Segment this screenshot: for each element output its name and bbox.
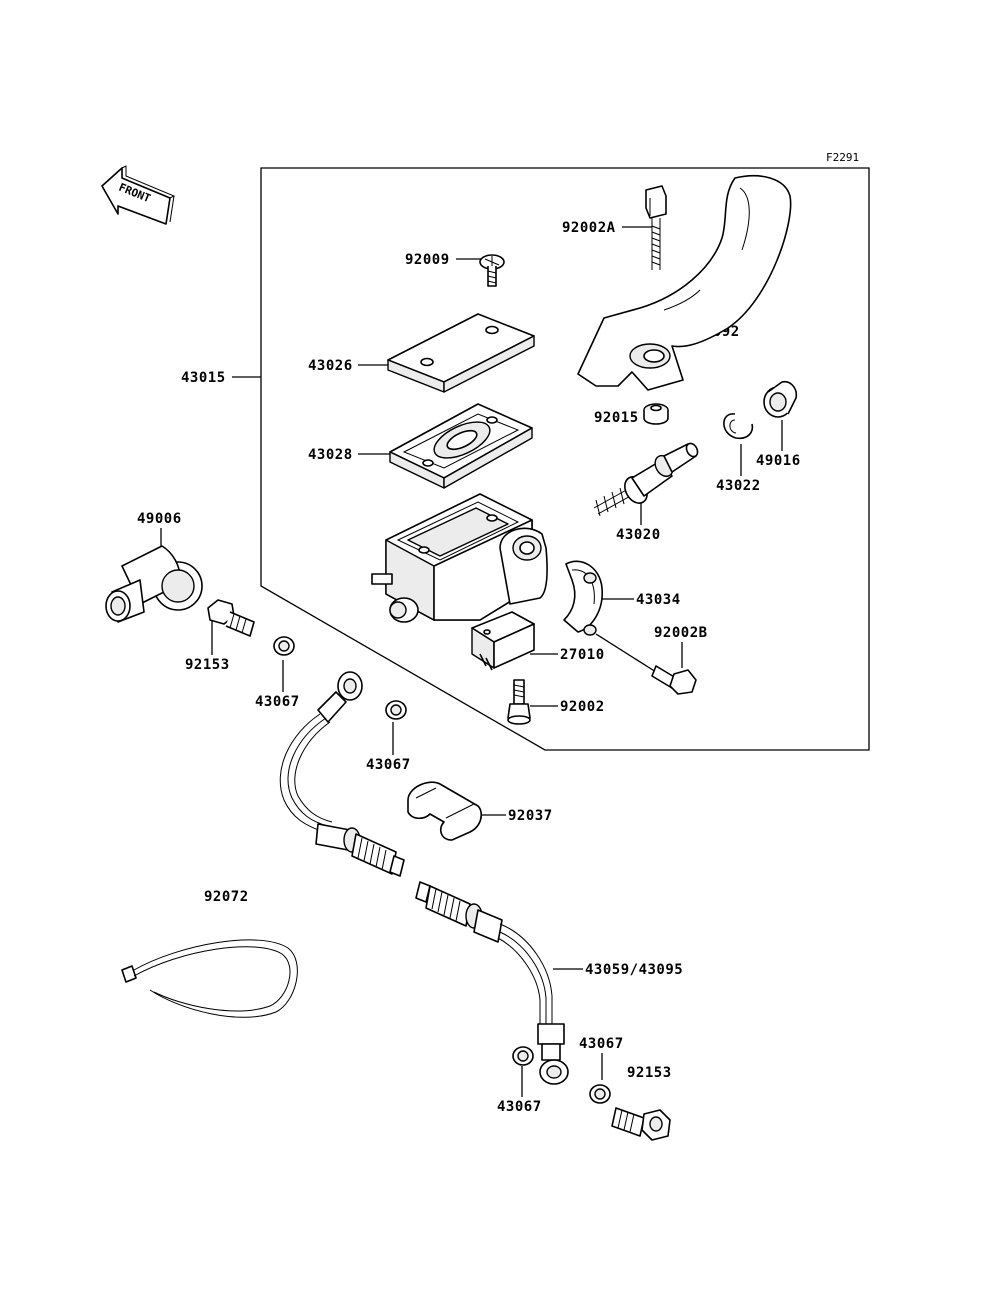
screw-92002A-icon (645, 185, 667, 270)
label-92002B[interactable]: 92002B (654, 625, 708, 641)
label-43059-43095[interactable]: 43059/43095 (585, 962, 683, 978)
nut-92015-icon (643, 403, 669, 425)
label-92015[interactable]: 92015 (594, 410, 639, 426)
label-92072[interactable]: 92072 (204, 889, 249, 905)
label-92153-upper[interactable]: 92153 (185, 657, 230, 673)
label-92002[interactable]: 92002 (560, 699, 605, 715)
label-43022[interactable]: 43022 (716, 478, 761, 494)
clamp-43034-icon (563, 560, 603, 636)
label-49006[interactable]: 49006 (137, 511, 182, 527)
label-92002A[interactable]: 92002A (562, 220, 616, 236)
label-92037[interactable]: 92037 (508, 808, 553, 824)
label-43034[interactable]: 43034 (636, 592, 681, 608)
label-27010[interactable]: 27010 (560, 647, 605, 663)
washer-43067-c-icon (589, 1084, 611, 1104)
clamp-92037-icon (407, 781, 483, 841)
piston-43020-icon (593, 442, 699, 517)
washer-43067-b-icon (385, 700, 407, 720)
label-43067-d[interactable]: 43067 (497, 1099, 542, 1115)
bolt-92002-icon (507, 679, 531, 725)
switch-27010-icon (471, 611, 535, 671)
label-43015[interactable]: 43015 (181, 370, 226, 386)
fitting-49006-icon (105, 545, 203, 623)
label-92153-lower[interactable]: 92153 (627, 1065, 672, 1081)
bolt-92002B-icon (595, 633, 697, 695)
label-43067-a[interactable]: 43067 (255, 694, 300, 710)
master-cylinder-body-icon (371, 493, 548, 623)
washer-43067-d-icon (512, 1046, 534, 1066)
label-43026[interactable]: 43026 (308, 358, 353, 374)
circlip-43022-icon (723, 413, 754, 440)
brake-hose-upper-icon (279, 671, 405, 877)
label-43028[interactable]: 43028 (308, 447, 353, 463)
cable-tie-92072-icon (121, 939, 298, 1018)
screw-92009-icon (479, 254, 505, 287)
label-43067-b[interactable]: 43067 (366, 757, 411, 773)
label-43020[interactable]: 43020 (616, 527, 661, 543)
label-92009[interactable]: 92009 (405, 252, 450, 268)
diaphragm-43028-icon (389, 403, 533, 489)
banjo-bolt-92153-lower-icon (611, 1107, 671, 1141)
assembly-43015-boundary (260, 167, 870, 751)
washer-43067-a-icon (273, 636, 295, 656)
figure-code: F2291 (826, 151, 859, 164)
boot-49016-icon (763, 380, 798, 418)
front-arrow-icon: FRONT (101, 165, 176, 225)
banjo-bolt-92153-upper-icon (207, 599, 255, 637)
brake-hose-lower-icon (415, 881, 569, 1085)
label-49016[interactable]: 49016 (756, 453, 801, 469)
label-43067-c[interactable]: 43067 (579, 1036, 624, 1052)
reservoir-cap-43026-icon (387, 313, 535, 393)
lever-46092-icon (577, 174, 792, 391)
